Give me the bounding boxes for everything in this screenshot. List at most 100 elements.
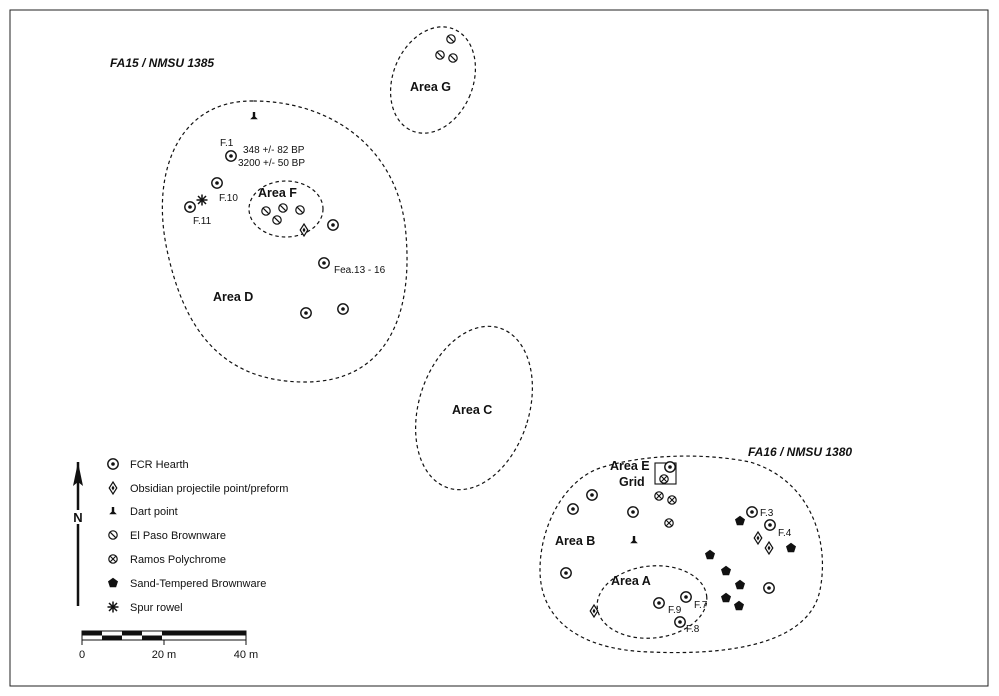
fcr-hearth-icon <box>664 461 676 473</box>
date-label-1: 348 +/- 82 BP <box>243 145 305 156</box>
fcr-hearth-icon <box>560 567 572 579</box>
area-label-g: Area G <box>410 80 451 94</box>
north-arrow-head-icon <box>73 462 83 486</box>
sand-tempered-brownware-icon <box>705 549 715 560</box>
legend-sand-tempered-brownware-icon <box>108 577 118 588</box>
dart-point-icon <box>250 112 258 120</box>
sand-tempered-brownware-icon <box>735 579 745 590</box>
sand-tempered-brownware-icon <box>721 565 731 576</box>
fcr-hearth-icon <box>327 219 339 231</box>
el-paso-brownware-icon <box>261 206 271 216</box>
area-label-c: Area C <box>452 403 492 417</box>
area-label-b: Area B <box>555 534 595 548</box>
map-frame <box>9 9 989 687</box>
legend-label-ramos-polychrome: Ramos Polychrome <box>130 554 226 566</box>
fcr-hearth-icon <box>586 489 598 501</box>
area-g-boundary <box>389 26 477 134</box>
scale-bar-block <box>82 631 102 636</box>
obsidian-point-icon <box>764 541 774 555</box>
fcr-hearth-icon <box>211 177 223 189</box>
feature-label-fea13-16: Fea.13 - 16 <box>334 265 386 276</box>
north-arrow-label: N <box>73 510 82 525</box>
north-arrow-label-bg <box>71 510 85 524</box>
feature-label-f10: F.10 <box>219 193 238 204</box>
el-paso-brownware-icon <box>446 34 456 44</box>
fcr-hearth-icon <box>746 506 758 518</box>
sand-tempered-brownware-icon <box>721 592 731 603</box>
dart-point-icon <box>630 536 638 544</box>
legend-label-spur-rowel: Spur rowel <box>130 602 183 614</box>
ramos-polychrome-symbols <box>654 474 677 528</box>
area-label-e: Area E <box>610 459 650 473</box>
area-label-f: Area F <box>258 186 297 200</box>
fa16-boundary <box>539 455 824 654</box>
legend-label-sand-tempered-brownware: Sand-Tempered Brownware <box>130 578 266 590</box>
legend-dart-point-icon <box>109 507 117 515</box>
legend-label-fcr-hearth: FCR Hearth <box>130 459 189 471</box>
scale-bar: 0 20 m 40 m <box>79 630 258 661</box>
site-label-fa15: FA15 / NMSU 1385 <box>110 56 214 70</box>
legend-fcr-hearth-icon <box>107 458 119 470</box>
fcr-hearth-icon <box>318 257 330 269</box>
legend-spur-rowel-icon <box>106 600 120 614</box>
feature-label-f4: F.4 <box>778 528 792 539</box>
area-f-boundary <box>248 180 324 238</box>
legend-label-el-paso-brownware: El Paso Brownware <box>130 530 226 542</box>
el-paso-brownware-icon <box>435 50 445 60</box>
ramos-polychrome-icon <box>654 491 664 501</box>
spur-rowel-icon <box>195 193 209 207</box>
area-c-boundary <box>415 325 533 491</box>
ramos-polychrome-icon <box>667 495 677 505</box>
dart-point-symbols <box>250 112 638 544</box>
area-label-a: Area A <box>611 574 651 588</box>
scale-label-0: 0 <box>79 649 85 661</box>
feature-label-f1: F.1 <box>220 138 234 149</box>
el-paso-brownware-icon <box>295 205 305 215</box>
area-label-e-grid: Grid <box>619 475 645 489</box>
site-label-fa16: FA16 / NMSU 1380 <box>748 445 852 459</box>
fcr-hearth-icon <box>225 150 237 162</box>
feature-label-f8: F.8 <box>686 624 700 635</box>
date-label-2: 3200 +/- 50 BP <box>238 158 305 169</box>
ramos-polychrome-icon <box>664 518 674 528</box>
legend-label-obsidian-point: Obsidian projectile point/preform <box>130 483 288 495</box>
scale-bar-block <box>102 635 122 640</box>
scale-label-40m: 40 m <box>234 649 258 661</box>
feature-label-f3: F.3 <box>760 508 774 519</box>
area-label-d: Area D <box>213 290 253 304</box>
sand-tempered-brownware-icon <box>786 542 796 553</box>
feature-label-f9: F.9 <box>668 605 682 616</box>
fcr-hearth-icon <box>653 597 665 609</box>
sand-tempered-brownware-icon <box>734 600 744 611</box>
el-paso-brownware-icon <box>448 53 458 63</box>
fcr-hearth-icon <box>674 616 686 628</box>
el-paso-brownware-icon <box>272 215 282 225</box>
sand-tempered-brownware-icon <box>735 515 745 526</box>
fcr-hearth-icon <box>567 503 579 515</box>
area-d-boundary <box>161 100 408 383</box>
scale-bar-block <box>122 631 142 636</box>
ramos-polychrome-icon <box>659 474 669 484</box>
fcr-hearth-icon <box>763 582 775 594</box>
legend-el-paso-brownware-icon <box>108 530 118 540</box>
fcr-hearth-icon <box>184 201 196 213</box>
obsidian-point-symbols <box>299 223 774 618</box>
legend-label-dart-point: Dart point <box>130 506 178 518</box>
feature-label-f7: F.7 <box>694 600 708 611</box>
fcr-hearth-icon <box>680 591 692 603</box>
area-a-boundary <box>596 565 708 639</box>
fcr-hearth-icon <box>337 303 349 315</box>
fcr-hearth-icon <box>300 307 312 319</box>
fcr-hearth-icon <box>627 506 639 518</box>
legend-obsidian-point-icon <box>108 481 118 495</box>
scale-label-20m: 20 m <box>152 649 176 661</box>
el-paso-brownware-icon <box>278 203 288 213</box>
scale-bar-block <box>162 631 246 636</box>
area-e-grid-square <box>654 462 677 485</box>
scale-bar-block <box>142 635 162 640</box>
obsidian-point-icon <box>753 531 763 545</box>
legend-ramos-polychrome-icon <box>108 554 118 564</box>
fcr-hearth-icon <box>764 519 776 531</box>
